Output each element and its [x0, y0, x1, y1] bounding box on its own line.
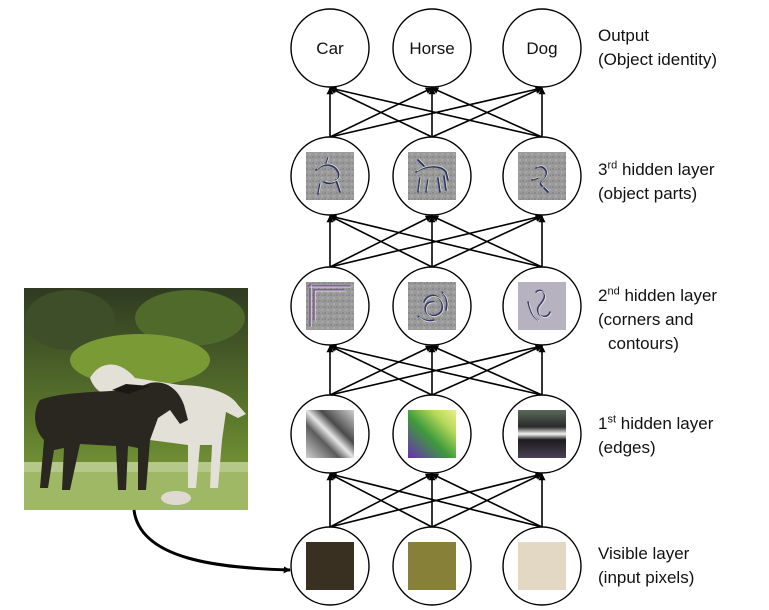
output-node-dog — [502, 8, 582, 88]
visible-label-title: Visible layer — [598, 544, 690, 563]
output-label-title: Output — [598, 26, 650, 45]
horizontal-edge-feature-icon — [518, 410, 566, 458]
hidden1-label-desc: (edges) — [598, 438, 656, 457]
connection-arrow-h2-1-to-0 — [329, 215, 433, 268]
connection-arrow-h3-1-to-0 — [329, 87, 433, 138]
connection-arrow-vis-1-to-0 — [329, 473, 433, 528]
hidden2-layer-label: 2nd hidden layer (corners and contours) — [598, 284, 717, 356]
visible-label-desc: (input pixels) — [598, 568, 695, 587]
connection-arrow-h2-2-to-1 — [431, 215, 543, 268]
hidden2-label-title: 2nd hidden layer — [598, 285, 718, 305]
connection-arrow-h1-2-to-0 — [329, 344, 543, 396]
output-label-desc: (Object identity) — [598, 50, 718, 69]
hidden2-label-desc: (corners and — [598, 310, 694, 329]
dog-part-feature-icon — [518, 152, 566, 200]
horse-body-feature-icon — [408, 152, 456, 200]
output-node-label-dog: Dog — [526, 39, 557, 58]
output-node-label-horse: Horse — [409, 39, 454, 58]
visible-layer-label: Visible layer (input pixels) — [598, 542, 694, 590]
network-nodes: Car Horse Dog — [290, 8, 582, 606]
hidden3-label-desc: (object parts) — [598, 184, 698, 203]
input-pixel-swatch-2 — [408, 542, 456, 590]
output-layer-label: Output (Object identity) — [598, 24, 717, 72]
output-node-label-car: Car — [316, 39, 344, 58]
output-node-horse — [392, 8, 472, 88]
hidden3-layer-label: 3rd hidden layer (object parts) — [598, 158, 715, 206]
connection-arrow-h1-1-to-0 — [329, 345, 433, 396]
hidden1-label-title: 1st hidden layer — [598, 413, 714, 433]
connection-arrow-h3-2-to-1 — [431, 87, 543, 138]
input-pixel-swatch-3 — [518, 542, 566, 590]
contour-feature-icon — [408, 282, 456, 330]
output-node-car — [290, 8, 370, 88]
color-edge-feature-icon — [408, 410, 456, 458]
connection-arrows — [326, 86, 546, 528]
connection-arrow-h2-2-to-0 — [329, 214, 543, 268]
diagonal-edge-feature-icon — [306, 410, 354, 458]
connection-arrow-h1-2-to-1 — [431, 345, 543, 396]
input-pixel-swatch-1 — [306, 542, 354, 590]
horses-photo — [24, 288, 248, 510]
hidden1-layer-label: 1st hidden layer (edges) — [598, 412, 713, 460]
contour-feature-icon — [518, 282, 566, 330]
connection-arrow-vis-2-to-0 — [329, 472, 543, 528]
hidden2-label-desc-cont: contours) — [608, 334, 679, 353]
connection-arrow-h3-2-to-0 — [329, 86, 543, 138]
corner-feature-icon — [306, 282, 354, 330]
hidden3-label-title: 3rd hidden layer — [598, 159, 715, 179]
photo-to-input-arrow — [132, 509, 291, 574]
horse-part-feature-icon — [306, 152, 354, 200]
connection-arrow-vis-2-to-1 — [431, 473, 543, 528]
